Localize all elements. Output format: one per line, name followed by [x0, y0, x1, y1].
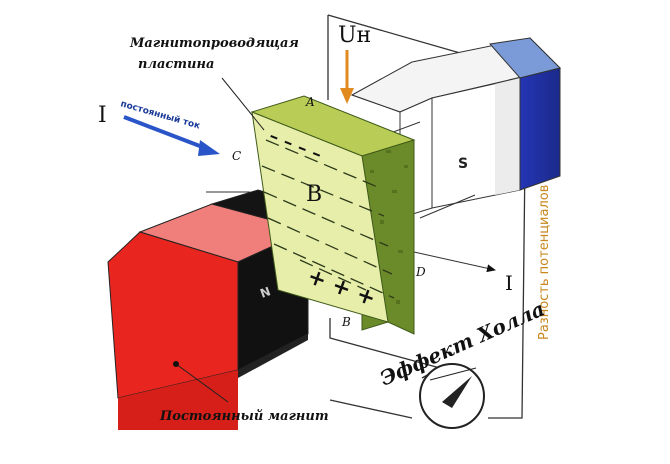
measurement-circuit [327, 14, 527, 419]
magnet-south [350, 37, 561, 219]
magnet-caption: Постоянный магнит [159, 409, 329, 424]
corner-c-label: C [232, 149, 241, 163]
pole-south-label: S [458, 156, 468, 172]
current-left-label: I [98, 103, 107, 128]
plate-face [251, 111, 389, 323]
hall-plate [250, 95, 416, 335]
plate-caption-pointer [221, 77, 265, 131]
current-caption: постоянный ток [119, 99, 201, 131]
field-label: B [306, 182, 322, 207]
circuit-wire-bottom [329, 318, 441, 369]
voltage-label: Uн [338, 23, 371, 48]
magnet-south-side-blue [519, 67, 561, 191]
corner-a-label: A [305, 95, 315, 109]
plate-caption-line1: Магнитопроводящая [129, 36, 299, 51]
current-arrow-right [404, 249, 496, 273]
pole-north-label: N [258, 284, 272, 301]
plate-caption-line2: пластина [138, 57, 214, 72]
potential-caption: Разность потенциалов [537, 185, 552, 340]
circuit-wire-right [327, 14, 527, 419]
magnet-caption-pointer [175, 363, 229, 403]
voltage-arrow [340, 50, 354, 104]
magnet-north-face-red [107, 231, 239, 399]
current-arrow-left [123, 115, 220, 156]
galvanometer-icon [419, 363, 485, 429]
plate-field-lines [261, 139, 395, 299]
corner-d-label: D [415, 265, 426, 279]
current-right-label: I [505, 271, 513, 295]
corner-b-label: B [341, 315, 351, 329]
